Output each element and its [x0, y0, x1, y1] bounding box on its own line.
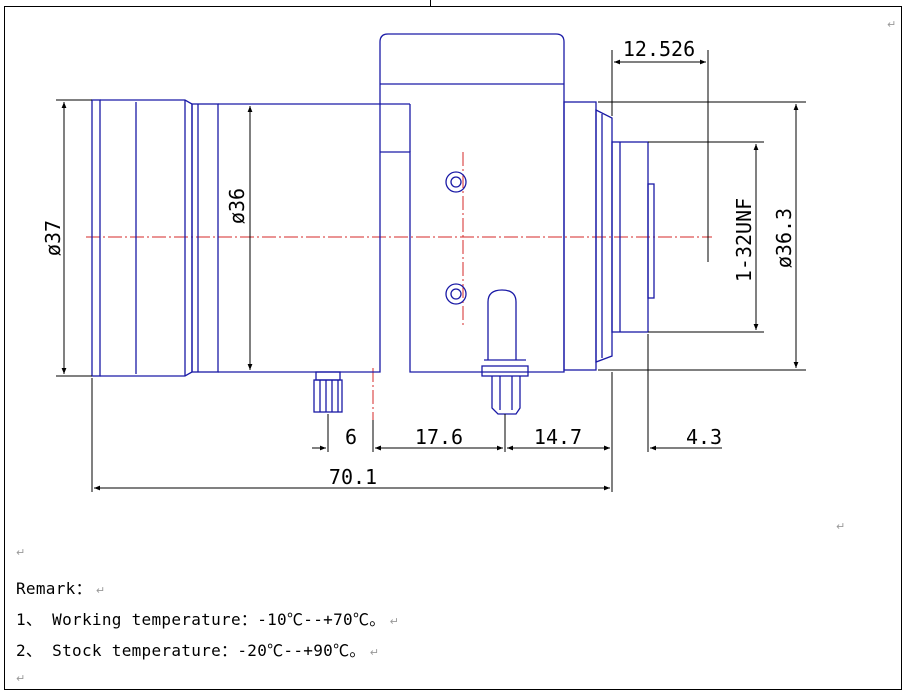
paragraph-mark: ↵: [887, 18, 897, 31]
frame-bottom-line: [4, 689, 902, 690]
paragraph-mark: ↵: [16, 546, 26, 559]
remark-item-working-temperature: 1、 Working temperature：-10℃--+70℃。↵: [16, 606, 399, 630]
dim-label-6: 6: [345, 425, 357, 449]
dim-label-12-526: 12.526: [623, 37, 695, 61]
centerline: [86, 152, 712, 420]
paragraph-mark: ↵: [369, 646, 380, 659]
frame-right-line: [901, 6, 902, 690]
dim-label-d36-3: ø36.3: [772, 208, 796, 268]
paragraph-mark: ↵: [836, 520, 846, 533]
remark-title: Remark：↵: [16, 575, 105, 599]
dim-label-4-3: 4.3: [686, 425, 722, 449]
dim-label-thread: 1-32UNF: [732, 198, 756, 282]
paragraph-mark: ↵: [389, 615, 400, 628]
dim-label-17-6: 17.6: [415, 425, 463, 449]
dimension-lines: [56, 50, 806, 492]
lens-body-outline: [91, 33, 655, 415]
dim-label-14-7: 14.7: [534, 425, 582, 449]
dim-label-d36: ø36: [225, 188, 249, 224]
dim-label-d37: ø37: [41, 220, 65, 256]
paragraph-mark: ↵: [95, 584, 106, 597]
paragraph-mark: ↵: [16, 672, 26, 685]
frame-top-divider: [430, 0, 431, 6]
dim-label-70-1: 70.1: [329, 465, 377, 489]
remark-item-stock-temperature: 2、 Stock temperature：-20℃--+90℃。↵: [16, 637, 379, 661]
remark-item-text: 1、 Working temperature：-10℃--+70℃。: [16, 610, 386, 629]
remark-item-text: 2、 Stock temperature：-20℃--+90℃。: [16, 641, 366, 660]
dimension-labels: ø37 ø36 ø36.3 1-32UNF 12.526 6 17.6 14.7…: [41, 37, 796, 489]
remark-title-text: Remark：: [16, 579, 92, 598]
frame-left-line: [4, 6, 5, 690]
frame-top-line: [4, 6, 902, 7]
